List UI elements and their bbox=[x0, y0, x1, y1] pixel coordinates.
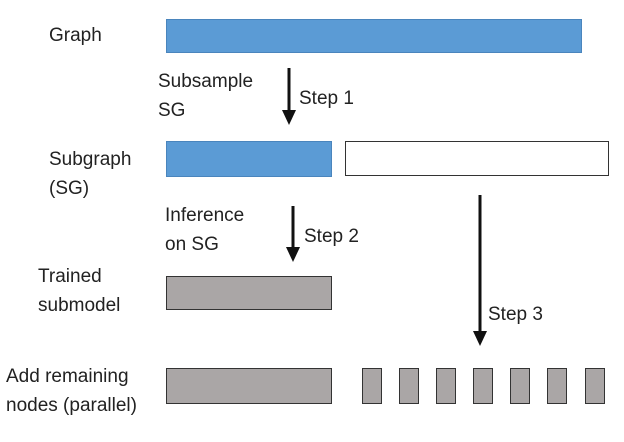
subsample-annotation-line1: Subsample bbox=[158, 71, 254, 92]
step3-arrow bbox=[473, 195, 487, 346]
graph-label: Graph bbox=[49, 25, 102, 46]
trained-submodel-label-line1: Trained bbox=[38, 266, 102, 287]
trained-submodel-bar bbox=[166, 276, 332, 310]
step1-arrow bbox=[282, 68, 296, 125]
trained-submodel-label-line2: submodel bbox=[38, 295, 121, 316]
add-remaining-label-line1: Add remaining bbox=[6, 366, 129, 387]
parallel-node-block bbox=[362, 368, 382, 404]
step3-label: Step 3 bbox=[488, 304, 543, 325]
step2-arrow bbox=[286, 206, 300, 262]
parallel-node-block bbox=[399, 368, 419, 404]
parallel-node-block bbox=[473, 368, 493, 404]
submodel-applied-bar bbox=[166, 368, 332, 404]
parallel-node-block bbox=[510, 368, 530, 404]
add-remaining-label-line2: nodes (parallel) bbox=[6, 395, 137, 416]
step2-label: Step 2 bbox=[304, 226, 359, 247]
subsample-annotation-line2: SG bbox=[158, 100, 186, 121]
parallel-node-block bbox=[585, 368, 605, 404]
subgraph-bar bbox=[166, 141, 332, 177]
parallel-node-block bbox=[436, 368, 456, 404]
inference-annotation-line2: on SG bbox=[165, 234, 219, 255]
remaining-nodes-bar bbox=[345, 141, 609, 176]
inference-annotation-line1: Inference bbox=[165, 205, 245, 226]
step1-label: Step 1 bbox=[299, 88, 354, 109]
graph-bar bbox=[166, 19, 582, 53]
parallel-node-block bbox=[547, 368, 567, 404]
subgraph-label-line2: (SG) bbox=[49, 178, 90, 199]
subgraph-label-line1: Subgraph bbox=[49, 149, 132, 170]
